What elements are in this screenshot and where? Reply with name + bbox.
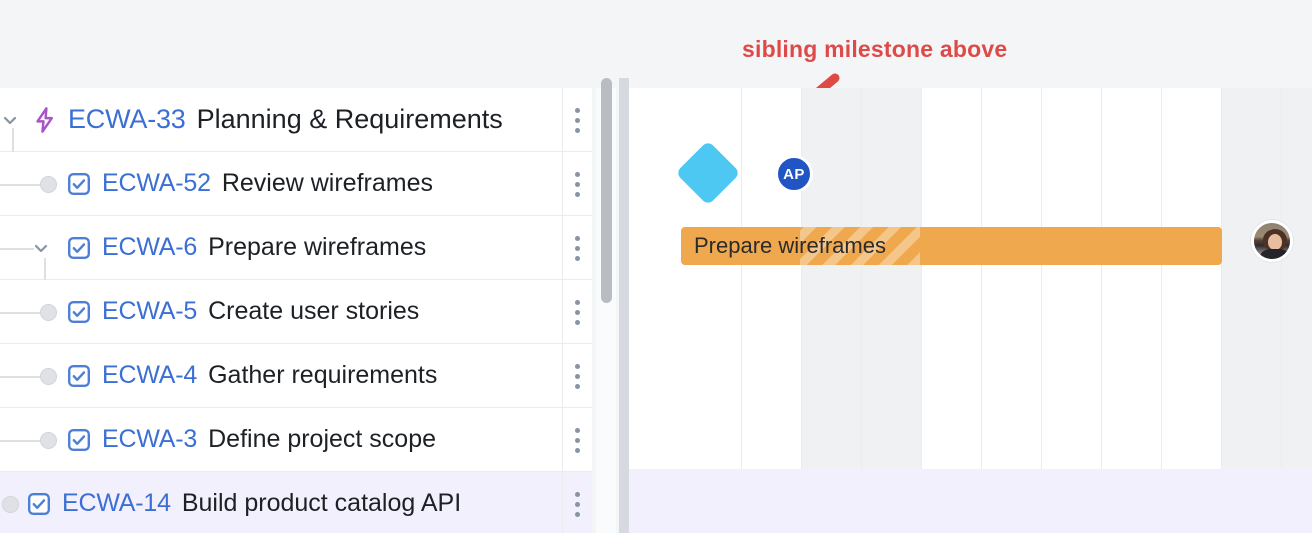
issue-key[interactable]: ECWA-6: [102, 233, 198, 261]
table-row[interactable]: ECWA-3 Define project scope: [0, 408, 592, 472]
grid-column-day: [1162, 88, 1222, 469]
tree-gutter: [0, 344, 66, 408]
grid-column-weekend: [862, 88, 922, 469]
tree-line: [0, 439, 46, 442]
grid-column-day: [1102, 88, 1162, 469]
tree-gutter: [0, 88, 30, 152]
issue-key[interactable]: ECWA-4: [102, 361, 198, 389]
table-vertical-scrollbar[interactable]: [601, 78, 612, 303]
gantt-timeline[interactable]: AP Prepare wireframes: [629, 88, 1312, 533]
gantt-bar-progress-stripes: [800, 227, 920, 265]
gantt-bar-label: Prepare wireframes: [694, 233, 886, 258]
grid-column-day: [982, 88, 1042, 469]
grid-column-weekend: [1222, 88, 1282, 469]
task-checkbox-icon: [26, 491, 52, 517]
gantt-bar-assignee-avatar[interactable]: [1251, 220, 1293, 262]
tree-node-dot[interactable]: [40, 431, 57, 449]
gantt-assignee-initials-avatar[interactable]: AP: [775, 155, 813, 193]
task-checkbox-icon: [66, 427, 92, 453]
issue-summary[interactable]: Create user stories: [208, 297, 420, 325]
gantt-grid: [629, 88, 1312, 533]
row-more-actions-icon[interactable]: [562, 280, 592, 344]
grid-column-weekend: [802, 88, 862, 469]
table-row[interactable]: ECWA-5 Create user stories: [0, 280, 592, 344]
tree-line: [0, 311, 46, 314]
grid-column-weekend: [1282, 88, 1312, 469]
row-more-actions-icon[interactable]: [562, 472, 592, 533]
issue-summary[interactable]: Define project scope: [208, 425, 437, 453]
tree-line: [0, 183, 46, 186]
annotation-label: sibling milestone above: [742, 36, 1008, 62]
tree-gutter: [0, 472, 26, 533]
row-more-actions-icon[interactable]: [562, 88, 592, 152]
issue-table: ECWA-33 Planning & Requirements ECWA-52 …: [0, 88, 592, 533]
gantt-bar[interactable]: Prepare wireframes: [681, 227, 1222, 265]
issue-key[interactable]: ECWA-14: [62, 489, 171, 517]
task-checkbox-icon: [66, 299, 92, 325]
row-more-actions-icon[interactable]: [562, 216, 592, 280]
tree-node-dot[interactable]: [2, 495, 19, 513]
task-checkbox-icon: [66, 171, 92, 197]
column-separator: [562, 88, 563, 533]
gantt-selected-row-highlight: [629, 469, 1312, 533]
row-more-actions-icon[interactable]: [562, 152, 592, 216]
tree-node-dot[interactable]: [40, 175, 57, 193]
table-row[interactable]: ECWA-14 Build product catalog API: [0, 472, 592, 533]
task-checkbox-icon: [66, 363, 92, 389]
issue-summary[interactable]: Review wireframes: [221, 169, 433, 197]
issue-summary[interactable]: Prepare wireframes: [208, 233, 427, 261]
lightning-bolt-icon: [30, 105, 60, 135]
tree-line: [44, 257, 46, 280]
table-row[interactable]: ECWA-52 Review wireframes: [0, 152, 592, 216]
tree-gutter: [0, 280, 66, 344]
grid-column-day: [922, 88, 982, 469]
avatar-face: [1268, 234, 1282, 250]
pane-resize-divider[interactable]: [619, 78, 629, 533]
table-row[interactable]: ECWA-33 Planning & Requirements: [0, 88, 592, 152]
issue-key[interactable]: ECWA-5: [102, 297, 198, 325]
issue-summary[interactable]: Planning & Requirements: [196, 104, 503, 134]
row-more-actions-icon[interactable]: [562, 344, 592, 408]
avatar-body: [1260, 249, 1290, 259]
tree-line: [0, 375, 46, 378]
expander-chevron-down-icon[interactable]: [33, 240, 49, 256]
grid-column-day: [1042, 88, 1102, 469]
table-row[interactable]: ECWA-6 Prepare wireframes: [0, 216, 592, 280]
issue-key[interactable]: ECWA-52: [102, 169, 211, 197]
tree-node-dot[interactable]: [40, 303, 57, 321]
task-checkbox-icon: [66, 235, 92, 261]
issue-key[interactable]: ECWA-33: [68, 104, 186, 134]
grid-column-day: [742, 88, 802, 469]
grid-gutter: [629, 88, 680, 469]
table-row[interactable]: ECWA-4 Gather requirements: [0, 344, 592, 408]
tree-line: [0, 247, 34, 250]
tree-gutter: [0, 408, 66, 472]
issue-summary[interactable]: Build product catalog API: [181, 489, 462, 517]
issue-key[interactable]: ECWA-3: [102, 425, 198, 453]
row-more-actions-icon[interactable]: [562, 408, 592, 472]
tree-gutter: [0, 152, 66, 216]
expander-chevron-down-icon[interactable]: [2, 112, 18, 128]
issue-summary[interactable]: Gather requirements: [208, 361, 438, 389]
tree-gutter: [0, 216, 66, 280]
tree-node-dot[interactable]: [40, 367, 57, 385]
tree-line: [12, 127, 14, 152]
